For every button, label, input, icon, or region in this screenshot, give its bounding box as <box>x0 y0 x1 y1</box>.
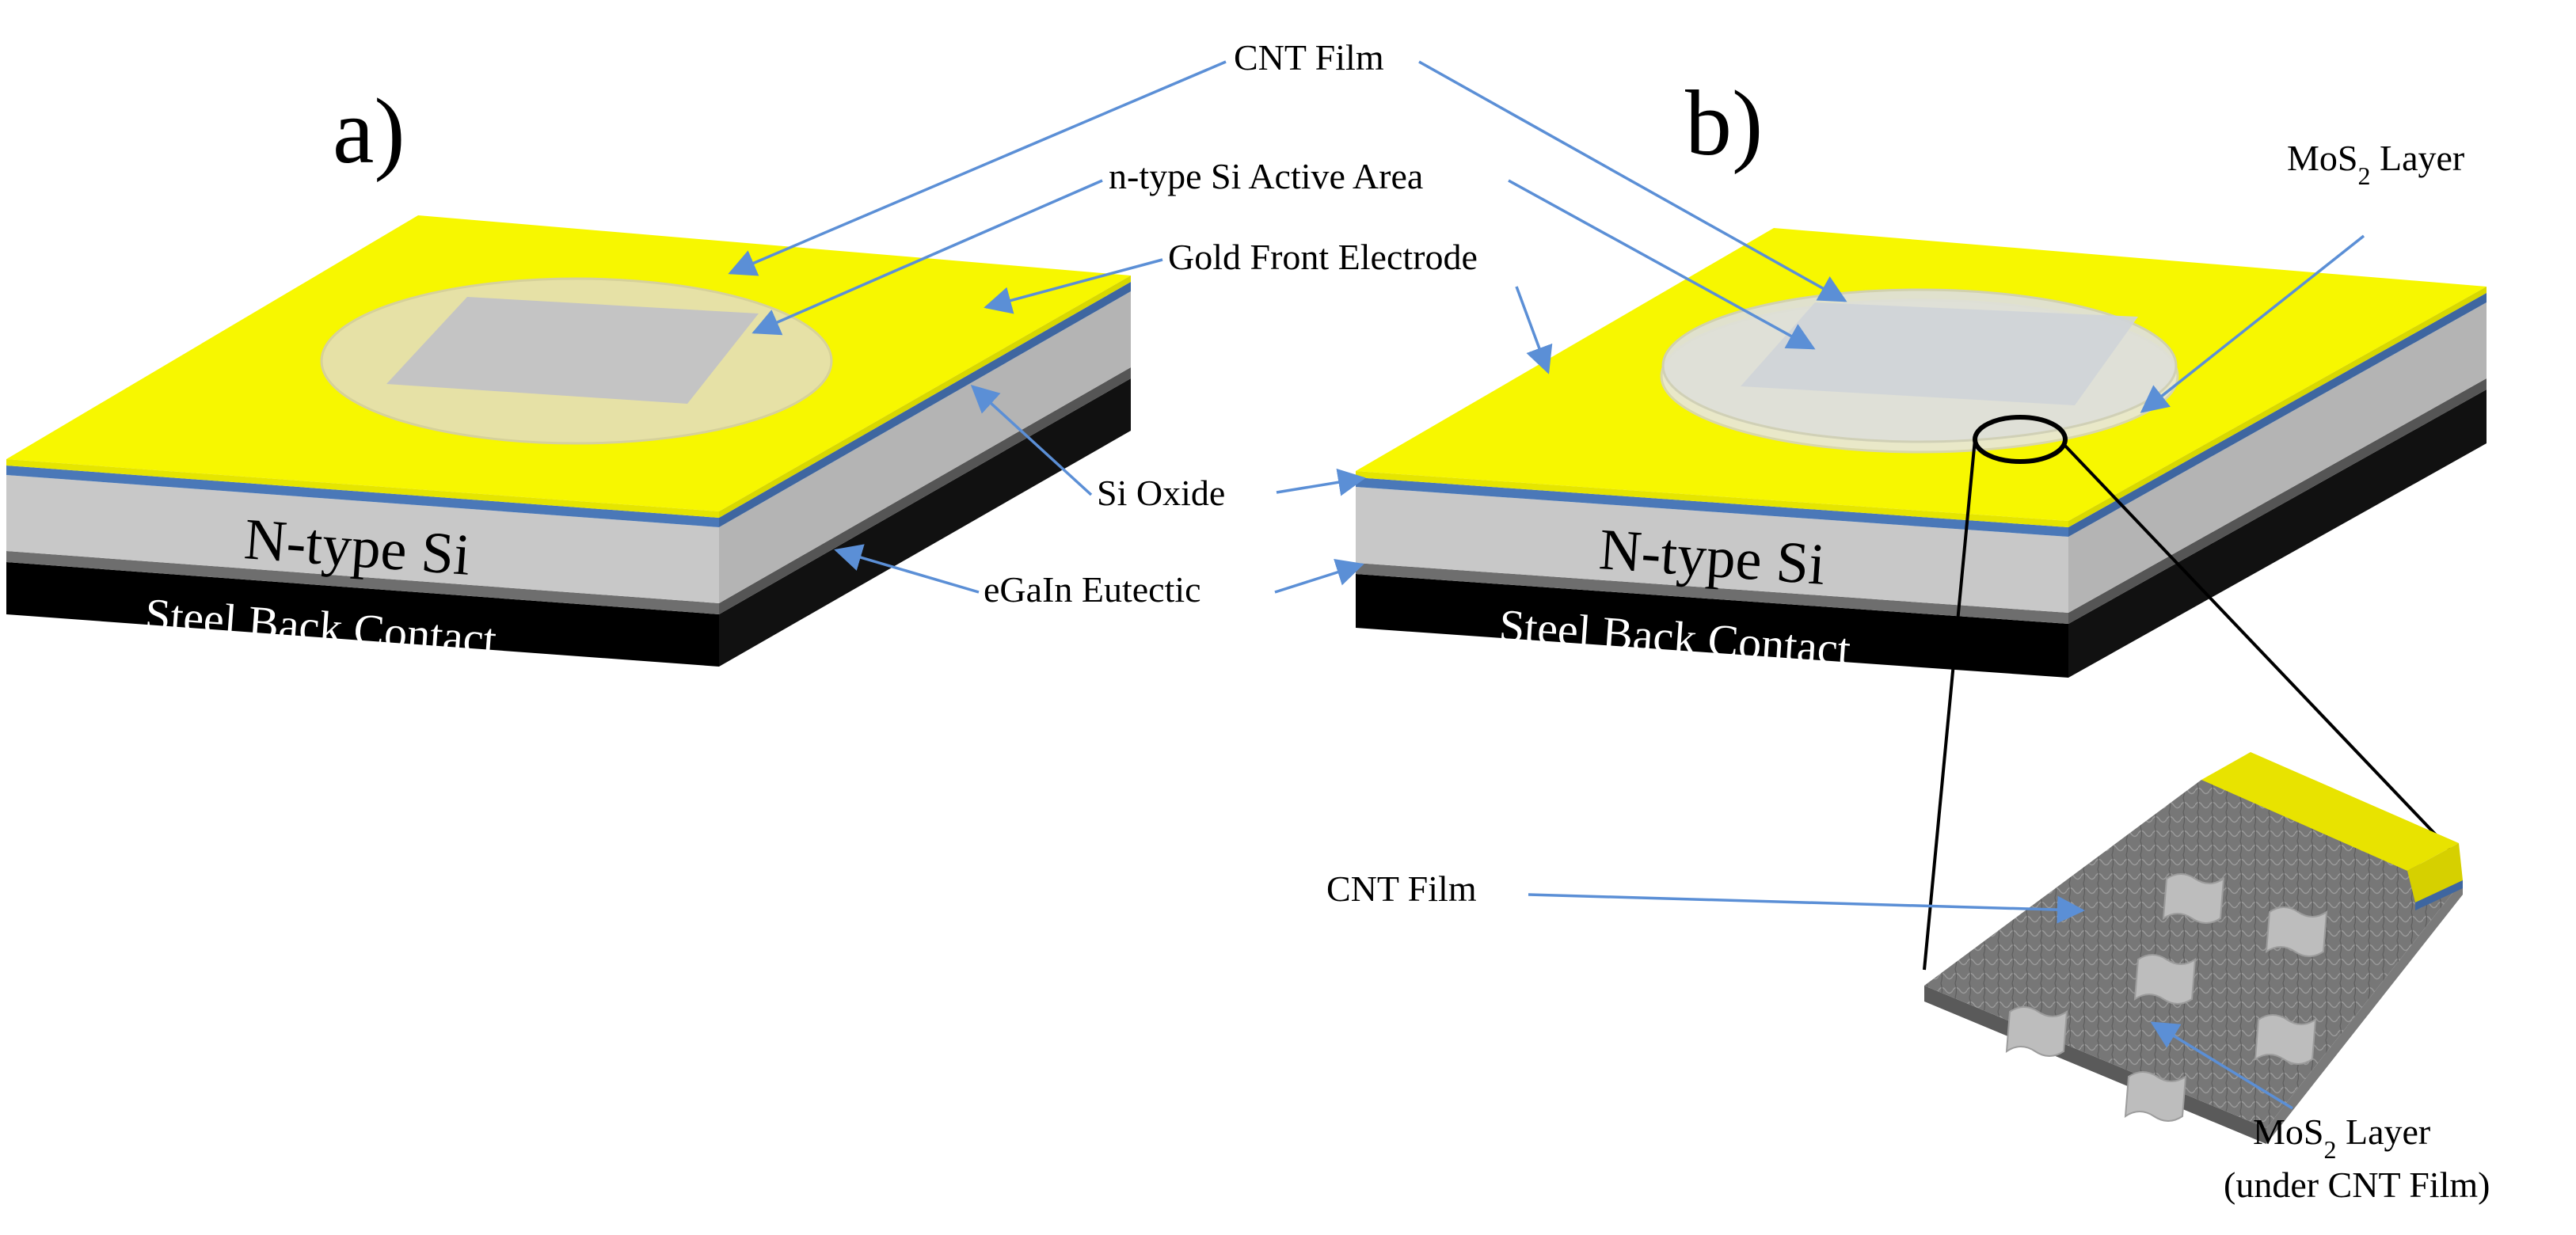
panel-label-a: a) <box>333 79 405 183</box>
arrow-active-to-b <box>1508 179 1816 350</box>
label-active-area: n-type Si Active Area <box>1109 156 1423 196</box>
zoom-line-left <box>1923 439 1977 971</box>
label-egain: eGaIn Eutectic <box>984 569 1201 610</box>
egain-layer-b-side <box>2068 378 2487 624</box>
steel-back-contact-b <box>1356 574 2068 678</box>
arrow-active-to-a <box>751 179 1103 336</box>
label-si-oxide: Si Oxide <box>1097 473 1225 513</box>
arrow-gold-to-b <box>1515 286 1553 374</box>
si-oxide-b <box>1356 477 2068 537</box>
label-mos2-inset: MoS2 Layer <box>2253 1112 2430 1164</box>
si-oxide-b-side <box>2068 293 2487 537</box>
inset-gold-strip <box>2201 752 2459 871</box>
inset-mos2-flakes <box>2005 873 2328 1122</box>
substrate-label-b: N-type Si <box>1597 517 1828 598</box>
label-cnt-film-inset: CNT Film <box>1326 868 1477 909</box>
device-b: N-type Si Steel Back Contact <box>1356 228 2487 971</box>
zoom-line-right <box>2061 442 2460 861</box>
egain-layer-a-side <box>719 367 1131 614</box>
active-area-b <box>1741 302 2138 405</box>
label-mos2-main: MoS2 Layer <box>2287 138 2464 190</box>
arrow-mos2-inset <box>2150 1021 2293 1110</box>
n-type-si-a-side <box>719 291 1131 603</box>
arrow-cnt-inset <box>1528 893 2085 924</box>
n-type-si-b <box>1356 487 2068 613</box>
egain-layer-a <box>6 551 719 614</box>
si-oxide-a-side <box>719 282 1131 527</box>
inset-zoom <box>1924 752 2463 1144</box>
panel-label-b: b) <box>1685 71 1763 175</box>
label-cnt-film-top: CNT Film <box>1234 37 1384 78</box>
n-type-si-b-side <box>2068 302 2487 613</box>
active-area-a <box>386 297 759 404</box>
arrow-oxide-to-b <box>1276 468 1366 496</box>
device-a: N-type Si Steel Back Contact <box>6 215 1131 667</box>
si-oxide-a <box>6 466 719 527</box>
egain-layer-b <box>1356 563 2068 624</box>
arrow-cnt-to-a <box>728 60 1227 276</box>
n-type-si-a <box>6 475 719 603</box>
label-gold-electrode: Gold Front Electrode <box>1168 237 1478 277</box>
arrow-mos2-to-b <box>2140 234 2365 413</box>
arrow-gold-to-a <box>984 258 1163 314</box>
label-mos2-inset-note: (under CNT Film) <box>2224 1165 2490 1205</box>
arrow-cnt-to-b <box>1418 60 1847 302</box>
steel-back-contact-b-side <box>2068 390 2487 678</box>
steel-back-contact-a <box>6 562 719 667</box>
steel-back-contact-a-side <box>719 378 1131 667</box>
arrow-oxide-to-a <box>970 385 1093 496</box>
callout-arrows <box>728 60 2365 1110</box>
arrow-egain-to-a <box>834 544 980 594</box>
arrow-egain-to-b <box>1274 559 1364 594</box>
